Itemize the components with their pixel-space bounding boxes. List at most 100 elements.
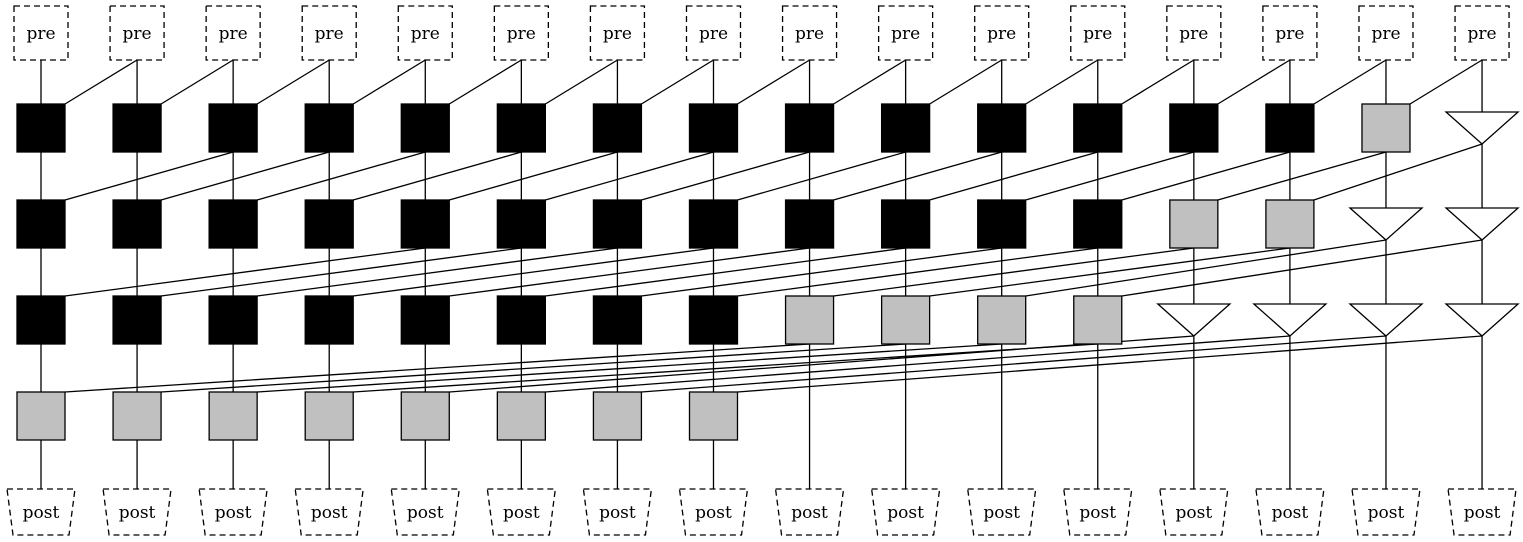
pre-input-box	[1454, 5, 1510, 61]
pre-input-box	[1262, 5, 1318, 61]
black-prefix-cell	[208, 295, 258, 345]
post-output-box	[774, 488, 845, 536]
carry-wire	[1025, 59, 1099, 105]
buffer-triangle	[1348, 207, 1424, 241]
gray-prefix-cell	[112, 391, 162, 441]
black-prefix-cell	[592, 295, 643, 345]
buffer-triangle	[1252, 303, 1328, 337]
gray-prefix-cell	[496, 391, 547, 441]
carry-wire	[545, 247, 906, 297]
pre-label: pre	[1468, 24, 1497, 44]
pre-label: pre	[1371, 24, 1400, 44]
post-output-box	[870, 488, 941, 536]
buffer-triangle	[1156, 303, 1232, 337]
post-output-box	[678, 488, 749, 536]
pre-input-box	[493, 5, 550, 61]
post-label: post	[503, 503, 540, 523]
carry-wire	[833, 59, 906, 105]
carry-wire	[161, 343, 906, 393]
gray-prefix-cell	[688, 391, 739, 441]
carry-wire	[256, 59, 330, 105]
wires	[40, 59, 1483, 489]
carry-wire	[353, 247, 714, 297]
pre-input-box	[13, 5, 69, 61]
black-prefix-cell	[977, 103, 1027, 153]
carry-wire	[1409, 59, 1483, 105]
post-label: post	[1079, 503, 1116, 523]
carry-wire	[929, 247, 1290, 297]
carry-wire	[641, 151, 810, 201]
carry-wire	[833, 247, 1194, 297]
carry-wire	[545, 151, 714, 201]
black-prefix-cell	[496, 295, 547, 345]
pre-input-box	[877, 5, 934, 61]
pre-label: pre	[26, 24, 55, 44]
black-prefix-cell	[880, 103, 931, 153]
post-label: post	[1175, 503, 1212, 523]
post-output-box	[198, 488, 268, 536]
pre-input-box	[685, 5, 742, 61]
post-label: post	[791, 503, 828, 523]
carry-wire	[1217, 151, 1387, 201]
post-output-box	[1255, 488, 1325, 536]
pre-input-box	[1166, 5, 1222, 61]
black-prefix-cell	[880, 199, 931, 249]
black-prefix-cell	[16, 295, 66, 345]
carry-wire	[1121, 151, 1291, 201]
pre-input-box	[1070, 5, 1126, 61]
carry-wire	[449, 247, 810, 297]
pre-label: pre	[1275, 24, 1304, 44]
black-prefix-cell	[400, 295, 450, 345]
black-prefix-cell	[304, 103, 354, 153]
pre-input-box	[397, 5, 453, 61]
black-prefix-cell	[400, 103, 450, 153]
pre-input-box	[781, 5, 838, 61]
black-prefix-cell	[977, 199, 1027, 249]
post-label: post	[215, 503, 252, 523]
black-prefix-cell	[1265, 103, 1315, 153]
post-output-box	[294, 488, 364, 536]
carry-wire	[257, 343, 1002, 393]
pre-input-box	[109, 5, 165, 61]
black-prefix-cell	[208, 199, 258, 249]
gray-prefix-cell	[1265, 199, 1315, 249]
pre-input-box	[974, 5, 1030, 61]
carry-wire	[353, 151, 522, 201]
carry-wire	[737, 151, 906, 201]
gray-prefix-cell	[592, 391, 643, 441]
carry-wire	[929, 151, 1098, 201]
post-label: post	[119, 503, 156, 523]
pre-label: pre	[411, 24, 440, 44]
post-label: post	[1272, 503, 1309, 523]
carry-wire	[1121, 59, 1195, 105]
carry-wire	[448, 59, 522, 105]
gray-prefix-cell	[784, 295, 835, 345]
post-label: post	[311, 503, 348, 523]
post-label: post	[887, 503, 924, 523]
carry-wire	[64, 151, 234, 201]
pre-label: pre	[891, 24, 920, 44]
carry-wire	[737, 59, 810, 105]
post-label: post	[695, 503, 732, 523]
black-prefix-cell	[688, 199, 739, 249]
black-prefix-cell	[592, 199, 643, 249]
pre-label: pre	[315, 24, 344, 44]
post-label: post	[1368, 503, 1405, 523]
gray-prefix-cell	[208, 391, 258, 441]
pre-input-box	[1358, 5, 1414, 61]
carry-wire	[545, 59, 618, 105]
gray-prefix-cell	[16, 391, 66, 441]
carry-wire	[737, 335, 1483, 393]
carry-wire	[1313, 59, 1387, 105]
black-prefix-cell	[112, 103, 162, 153]
carry-wire	[641, 59, 714, 105]
black-prefix-cell	[592, 103, 643, 153]
black-prefix-cell	[784, 103, 835, 153]
pre-input-box	[589, 5, 646, 61]
carry-wire	[1025, 151, 1195, 201]
carry-wire	[449, 335, 1194, 393]
carry-wire	[1217, 59, 1291, 105]
carry-wire	[160, 59, 234, 105]
carry-wire	[929, 59, 1003, 105]
